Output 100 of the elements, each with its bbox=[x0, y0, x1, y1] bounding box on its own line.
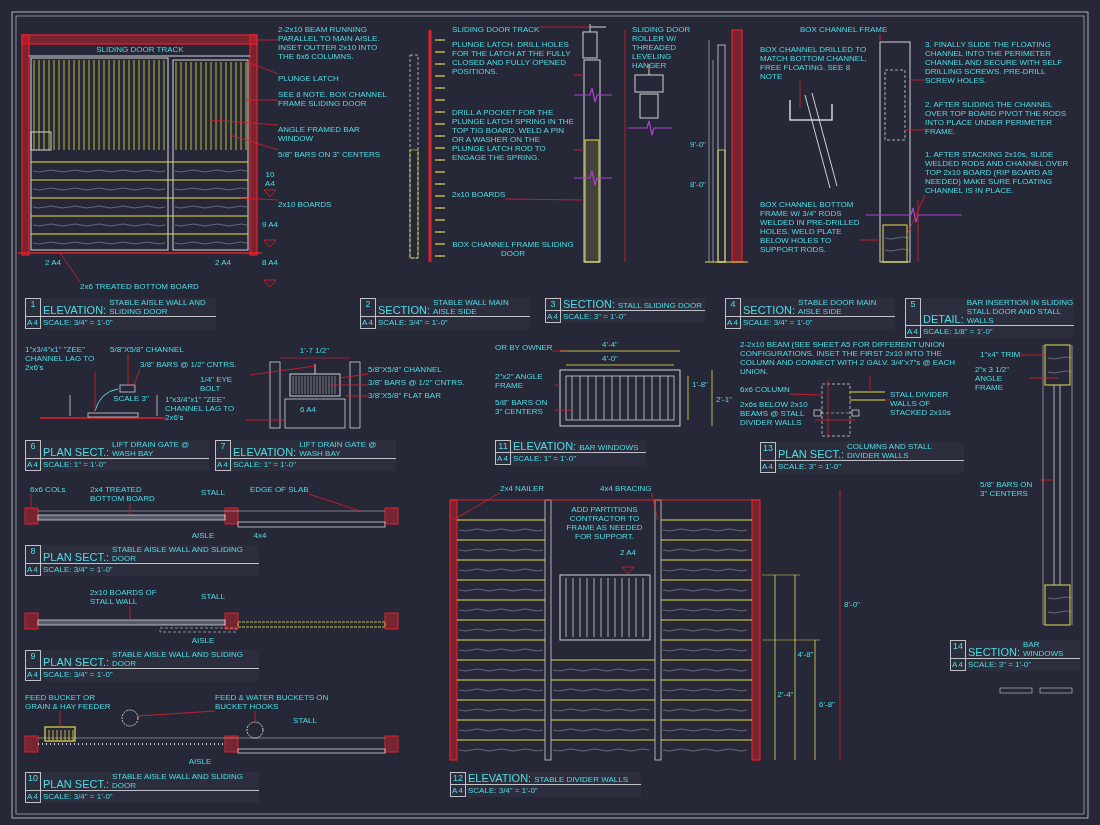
dimension-text: 4'-4" bbox=[601, 340, 619, 349]
view-description: STABLE DIVIDER WALLS bbox=[531, 775, 642, 785]
leader-line bbox=[244, 419, 286, 421]
callout-note: 2x10 BOARDS OF STALL WALL bbox=[90, 588, 170, 606]
leader-line bbox=[648, 65, 650, 71]
title-block bbox=[25, 650, 260, 681]
sheet-number: A4 bbox=[215, 459, 231, 471]
title-block bbox=[905, 298, 1074, 338]
title-block bbox=[450, 772, 642, 797]
scale-note: SCALE: 3/4" = 1'-0" bbox=[42, 564, 114, 576]
detail-number: 14 bbox=[950, 640, 966, 659]
leader-line bbox=[1029, 377, 1059, 379]
callout-note: 2x6 TREATED BOTTOM BOARD bbox=[80, 282, 199, 291]
leader-line bbox=[245, 99, 279, 101]
sheet-number: A4 bbox=[25, 564, 41, 576]
detail-number: 7 bbox=[215, 440, 231, 459]
leader-line bbox=[339, 373, 369, 379]
view-description: STABLE AISLE WALL AND SLIDING DOOR bbox=[109, 650, 260, 669]
view-description: BAR WINDOWS bbox=[576, 443, 647, 453]
leader-line bbox=[344, 395, 369, 397]
leader-line bbox=[247, 61, 279, 75]
callout-note: PLUNGE LATCH. DRILL HOLES FOR THE LATCH AT THE FULLY CLOSED AND FULLY OPENED POSITIONS. bbox=[452, 40, 574, 76]
leader-line bbox=[789, 393, 823, 396]
scale-note: SCALE: 1" = 1'-0" bbox=[512, 453, 577, 465]
sheet-number: A4 bbox=[25, 791, 41, 803]
detail-number: 12 bbox=[450, 772, 466, 785]
sheet-number: A4 bbox=[450, 785, 466, 797]
view-description: LIFT DRAIN GATE @ WASH BAY bbox=[109, 440, 210, 459]
wall-plan-drawing bbox=[24, 507, 399, 528]
callout-note: 2x4 TREATED BOTTOM BOARD bbox=[90, 485, 165, 503]
detail-number: 4 bbox=[725, 298, 741, 317]
wall-plan-drawing bbox=[24, 709, 399, 754]
callout-note: PLUNGE LATCH bbox=[278, 74, 339, 83]
scale-note: SCALE: 3/4" = 1'-0" bbox=[742, 317, 814, 329]
leader-line bbox=[573, 74, 585, 76]
gate-plan-drawing bbox=[39, 384, 166, 419]
callout-note: 1"x4" TRIM bbox=[980, 350, 1021, 359]
detail-number: 2 bbox=[360, 298, 376, 317]
callout-note: 5/8" BARS ON 3" CENTERS bbox=[278, 150, 381, 159]
callout-note: 3/8" BARS @ 1/2" CNTRS. bbox=[140, 360, 237, 369]
sheet-number: A4 bbox=[725, 317, 741, 329]
callout-note: SLIDING DOOR TRACK bbox=[452, 25, 540, 34]
callout-note: 5/8" BARS ON 3" CENTERS bbox=[495, 398, 555, 416]
leader-line bbox=[59, 710, 61, 728]
leader-line bbox=[799, 80, 801, 109]
dimension-text: 2'-4" bbox=[777, 690, 794, 699]
view-description: STABLE WALL MAIN AISLE SIDE bbox=[429, 298, 530, 317]
section-marker: 6 A4 bbox=[300, 405, 316, 414]
leader-line bbox=[254, 710, 256, 723]
callout-note: 2"x2" ANGLE FRAME bbox=[495, 372, 555, 390]
dimension-text: 2'-1" bbox=[715, 395, 733, 404]
callout-note: 1"x3/4"x1" "ZEE" CHANNEL LAG TO 2x6's bbox=[25, 345, 100, 372]
leader-line bbox=[137, 710, 216, 717]
callout-note: BOX CHANNEL BOTTOM FRAME W/ 3/4" RODS WELDED IN PRE-DRILLED HOLES. WELD PLATE BELOW HOLES TO SUPPORT RODS. bbox=[760, 200, 860, 254]
section-marker: 10 A4 bbox=[264, 170, 276, 188]
room-label: STALL bbox=[292, 716, 318, 725]
sheet-number: A4 bbox=[25, 317, 41, 329]
view-title: DETAIL: bbox=[921, 313, 964, 326]
view-title: SECTION: bbox=[741, 304, 795, 317]
callout-note: 1"x3/4"x1" "ZEE" CHANNEL LAG TO 2x6's bbox=[165, 395, 245, 422]
view-title: SECTION: bbox=[561, 298, 615, 311]
title-block bbox=[360, 298, 530, 329]
scale-note: SCALE: 3/4" = 1'-0" bbox=[42, 669, 114, 681]
leader-line bbox=[229, 134, 279, 151]
view-title: PLAN SECT.: bbox=[41, 778, 110, 791]
view-description: STABLE DOOR MAIN AISLE SIDE bbox=[794, 298, 895, 317]
callout-note: STALL DIVIDER WALLS OF STACKED 2x10s bbox=[890, 390, 968, 417]
callout-note: 2x6s BELOW 2x10 BEAMS @ STALL DIVIDER WALLS bbox=[740, 400, 815, 427]
scale-note: SCALE: 1" = 1'-0" bbox=[232, 459, 297, 471]
room-label: AISLE bbox=[190, 636, 216, 645]
leader-line bbox=[239, 197, 279, 201]
leader-line bbox=[129, 605, 131, 621]
title-block bbox=[215, 440, 397, 471]
title-block bbox=[25, 772, 260, 803]
callout-note: FEED & WATER BUCKETS ON BUCKET HOOKS bbox=[215, 693, 355, 711]
leader-line bbox=[127, 353, 129, 386]
leader-line bbox=[129, 502, 131, 516]
section-marker: 8 A4 bbox=[262, 258, 278, 267]
callout-note: 5/8"X5/8" CHANNEL bbox=[368, 365, 442, 374]
dimension-text: 6'-8" bbox=[818, 700, 836, 709]
gate-elevation-drawing bbox=[269, 357, 361, 429]
leader-line bbox=[252, 39, 279, 41]
view-title: SECTION: bbox=[966, 646, 1020, 659]
callout-note: SEE 8 NOTE. BOX CHANNEL FRAME SLIDING DOOR bbox=[278, 90, 388, 108]
wall-elevation-drawing bbox=[17, 34, 263, 256]
leader-line bbox=[308, 493, 361, 512]
view-title: PLAN SECT.: bbox=[776, 448, 845, 461]
callout-note: 2"x 3 1/2" ANGLE FRAME bbox=[975, 365, 1030, 392]
callout-note: 1. AFTER STACKING 2x10s, SLIDE WELDED RODS AND CHANNEL OVER TOP 2x10 BOARD (RIP BOARD AS NEEDED) MAKE SURE FLOATING CHANNEL IS IN PLACE. bbox=[925, 150, 1075, 195]
title-block bbox=[25, 298, 217, 329]
view-description: STABLE AISLE WALL AND SLIDING DOOR bbox=[109, 545, 260, 564]
leader-line bbox=[1019, 354, 1046, 356]
view-title: PLAN SECT.: bbox=[41, 656, 110, 669]
detail-number: 1 bbox=[25, 298, 41, 317]
leader-line bbox=[884, 399, 891, 401]
detail-number: 13 bbox=[760, 442, 776, 461]
leader-line bbox=[539, 26, 591, 28]
leader-line bbox=[651, 492, 659, 521]
view-description: STABLE AISLE WALL AND SLIDING DOOR bbox=[106, 298, 217, 317]
callout-note: 1/4" EYE BOLT bbox=[200, 375, 250, 393]
